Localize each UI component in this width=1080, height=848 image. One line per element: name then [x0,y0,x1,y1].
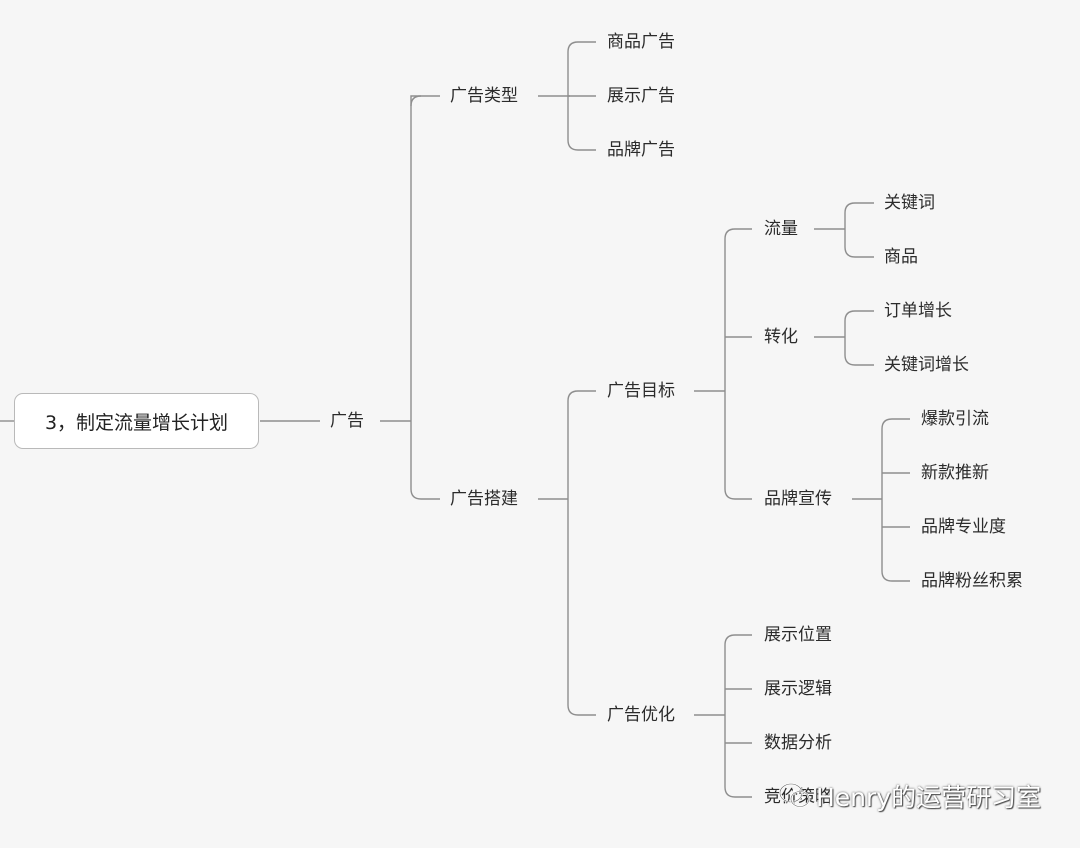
node-ad: 广告 [328,410,366,432]
node-display-logic: 展示逻辑 [762,678,834,700]
node-new-item-launch: 新款推新 [919,462,991,484]
node-product: 商品 [882,246,920,268]
node-keyword-growth: 关键词增长 [882,354,971,376]
node-brand-promo: 品牌宣传 [762,488,834,510]
node-keyword: 关键词 [882,192,937,214]
node-display-ads: 展示广告 [605,85,677,107]
watermark-text: Henry的运营研习室 [816,783,1042,812]
root-node: 3，制定流量增长计划 [14,393,259,449]
node-brand-fans: 品牌粉丝积累 [919,570,1025,592]
node-brand-ads: 品牌广告 [605,139,677,161]
root-node-label: 3，制定流量增长计划 [44,411,229,434]
node-ad-types: 广告类型 [448,85,520,107]
node-hot-item-traffic: 爆款引流 [919,408,991,430]
node-product-ads: 商品广告 [605,31,677,53]
node-order-growth: 订单增长 [882,300,954,322]
node-ad-optimization: 广告优化 [605,704,677,726]
watermark: Henry的运营研习室 [778,778,1041,814]
node-conversion: 转化 [762,326,800,348]
node-traffic: 流量 [762,218,800,240]
wechat-icon [778,781,812,811]
node-display-position: 展示位置 [762,624,834,646]
node-data-analysis: 数据分析 [762,732,834,754]
node-ad-goal: 广告目标 [605,380,677,402]
node-ad-setup: 广告搭建 [448,488,520,510]
node-brand-expertise: 品牌专业度 [919,516,1008,538]
